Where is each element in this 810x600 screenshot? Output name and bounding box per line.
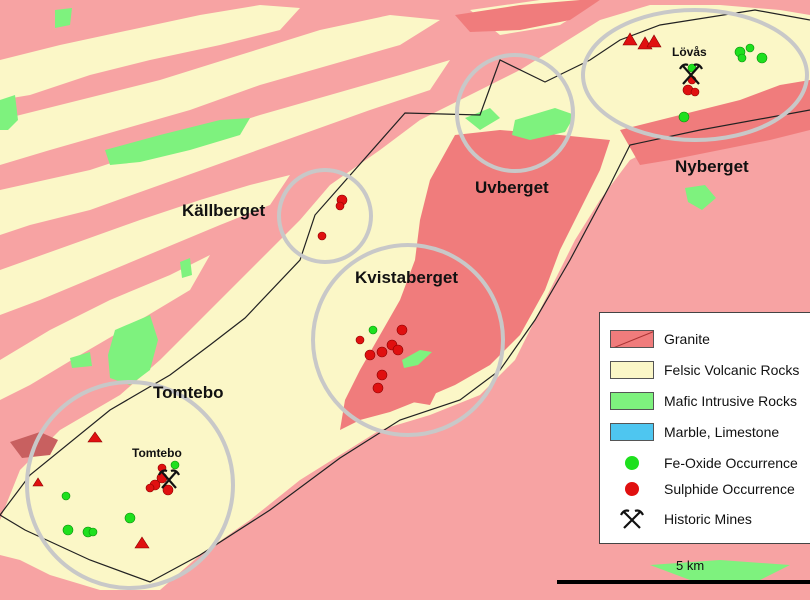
- granite-nyberget: [620, 80, 810, 165]
- legend-item-sulphide: Sulphide Occurrence: [610, 477, 795, 501]
- felsic-band-3: [0, 60, 450, 235]
- sulphide-point: [317, 231, 327, 241]
- label-tomtebo: Tomtebo: [153, 383, 224, 402]
- fe-oxide-point: [745, 43, 755, 53]
- project-boundary-lower: [0, 109, 810, 583]
- mafic-8: [402, 350, 432, 368]
- label-kvistaberget: Kvistaberget: [355, 268, 458, 287]
- sulphide-point: [392, 344, 404, 356]
- mafic-10: [70, 352, 92, 368]
- mafic-5: [512, 108, 575, 140]
- sulphide-point: [372, 382, 384, 394]
- triangle-marker: [87, 431, 103, 443]
- fe-oxide-point: [737, 53, 747, 63]
- fe-oxide-point: [368, 325, 378, 335]
- legend-label: Sulphide Occurrence: [664, 481, 795, 497]
- triangle-marker: [32, 477, 44, 487]
- scale-bar: [557, 580, 810, 584]
- historic-mine-lovas: [679, 63, 703, 85]
- legend-label: Granite: [664, 331, 710, 347]
- sulphide-point: [376, 346, 388, 358]
- mafic-9: [180, 258, 192, 278]
- legend-label: Marble, Limestone: [664, 424, 780, 440]
- sulphide-point: [355, 335, 365, 345]
- label-tomtebo-mine: Tomtebo: [132, 446, 182, 460]
- granite-small-1: [410, 368, 440, 405]
- sulphide-point: [690, 87, 700, 97]
- granite-uvberget: [340, 130, 610, 430]
- legend-item-mafic: Mafic Intrusive Rocks: [610, 389, 797, 413]
- mafic-1: [105, 118, 250, 165]
- sulphide-point: [376, 369, 388, 381]
- mafic-swatch: [610, 392, 654, 410]
- triangle-marker: [646, 34, 662, 48]
- label-uvberget: Uvberget: [475, 178, 549, 197]
- sulphide-point: [396, 324, 408, 336]
- mafic-11: [650, 560, 790, 580]
- label-lovas: Lövås: [672, 45, 707, 59]
- fe-oxide-point: [88, 527, 98, 537]
- legend-label: Mafic Intrusive Rocks: [664, 393, 798, 409]
- mafic-4: [108, 315, 158, 385]
- sulphide-swatch: [625, 482, 639, 496]
- kvistaberget-target-circle: [311, 243, 505, 437]
- felsic-swatch: [610, 361, 654, 379]
- mafic-2: [0, 95, 18, 130]
- granite-swatch: [610, 330, 654, 348]
- triangle-marker: [622, 32, 638, 46]
- fe-oxide-occurrences: [61, 43, 768, 538]
- historic-mine-tomtebo: [158, 469, 180, 489]
- legend-item-historic-mines: Historic Mines: [610, 507, 752, 531]
- nyberget-target-circle: [581, 8, 809, 142]
- sulphide-point: [364, 349, 376, 361]
- legend-item-fe-oxide: Fe-Oxide Occurrence: [610, 451, 798, 475]
- label-nyberget: Nyberget: [675, 157, 749, 176]
- fe-oxide-point: [62, 524, 74, 536]
- legend-label: Felsic Volcanic Rocks: [664, 362, 800, 378]
- fe-oxide-swatch: [625, 456, 639, 470]
- triangle-marker: [134, 536, 150, 549]
- legend-item-marble: Marble, Limestone: [610, 420, 779, 444]
- project-boundary: [0, 9, 810, 516]
- tomtebo-target-circle: [25, 380, 235, 590]
- felsic-band-2: [0, 15, 440, 165]
- legend-label: Fe-Oxide Occurrence: [664, 455, 798, 471]
- fe-oxide-point: [756, 52, 768, 64]
- legend-item-granite: Granite: [610, 327, 710, 351]
- granite-top: [455, 0, 600, 32]
- mafic-6: [465, 108, 500, 130]
- map-legend: Granite Felsic Volcanic Rocks Mafic Intr…: [599, 312, 810, 544]
- historic-mine-icon: [620, 509, 644, 529]
- fe-oxide-point: [678, 111, 690, 123]
- uvberget-target-circle: [455, 53, 575, 173]
- mafic-7: [685, 185, 716, 210]
- scale-label: 5 km: [676, 558, 705, 573]
- felsic-band-1: [0, 5, 300, 100]
- felsic-band-4: [0, 175, 290, 315]
- fe-oxide-point: [61, 491, 71, 501]
- triangle-markers: [32, 32, 662, 549]
- marble-swatch: [610, 423, 654, 441]
- fe-oxide-point: [124, 512, 136, 524]
- kallberget-target-circle: [277, 168, 373, 264]
- sulphide-point: [162, 484, 174, 496]
- sulphide-point: [145, 483, 155, 493]
- sulphide-point: [335, 201, 345, 211]
- felsic-band-5: [0, 255, 210, 400]
- legend-label: Historic Mines: [664, 511, 752, 527]
- legend-item-felsic: Felsic Volcanic Rocks: [610, 358, 799, 382]
- label-kallberget: Källberget: [182, 201, 266, 220]
- fe-oxide-point: [170, 460, 180, 470]
- mafic-3: [55, 8, 72, 28]
